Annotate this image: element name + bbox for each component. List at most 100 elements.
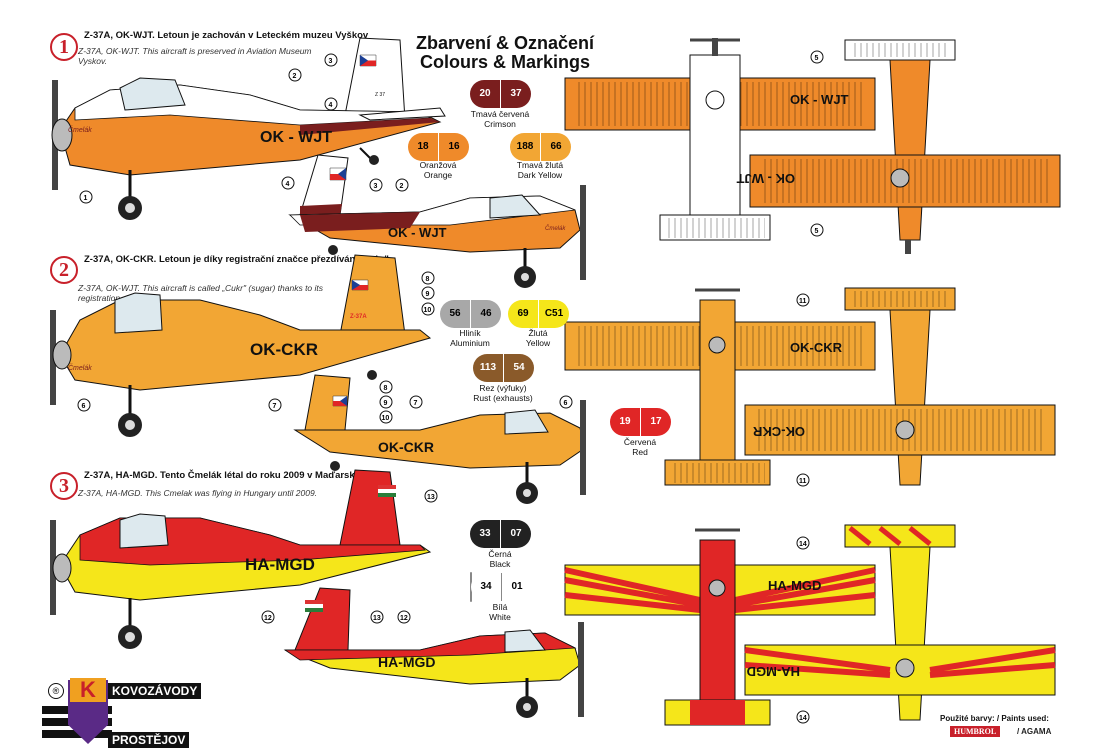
- svg-text:11: 11: [799, 478, 807, 485]
- scheme-3-side-left-reg: HA-MGD: [245, 555, 315, 574]
- svg-text:5: 5: [815, 55, 819, 62]
- scheme-1-bottom-view: OK - WJT: [736, 39, 1061, 254]
- callout-13a: 13: [424, 489, 438, 503]
- callout-2a: 2: [288, 68, 302, 82]
- svg-text:9: 9: [426, 291, 430, 298]
- svg-text:4: 4: [329, 102, 333, 109]
- callout-1a: 1: [79, 190, 93, 204]
- heading-en: Colours & Markings: [419, 52, 591, 72]
- callout-2b: 2: [395, 178, 409, 192]
- callout-5b: 5: [810, 223, 824, 237]
- scheme-number-2: 2: [50, 256, 78, 284]
- registered-mark: ®: [48, 683, 64, 699]
- scheme-1-side-left-script: Čmelák: [68, 125, 92, 134]
- scheme-2-bottom-view: OK-CKR: [744, 287, 1056, 486]
- scheme-1-side-right: OK - WJT Čmelák: [288, 154, 586, 288]
- svg-text:3: 3: [374, 183, 378, 190]
- scheme-2-side-left-reg: OK-CKR: [250, 340, 318, 359]
- callout-3b: 3: [369, 178, 383, 192]
- scheme-number-1: 1: [50, 33, 78, 61]
- scheme-1-top-view: OK - WJT: [564, 38, 876, 241]
- svg-text:12: 12: [264, 615, 272, 622]
- callout-9b: 9: [379, 395, 393, 409]
- scheme-1-side-right-reg: OK - WJT: [388, 225, 447, 240]
- callout-14b: 14: [796, 710, 810, 724]
- brand-logo-k: K: [70, 678, 106, 702]
- scheme-1-title-cz: Z-37A, OK-WJT. Letoun je zachován v Lete…: [84, 30, 369, 41]
- scheme-2-title-cz: Z-37A, OK-CKR. Letoun je díky registračn…: [84, 254, 392, 265]
- svg-text:14: 14: [799, 541, 807, 548]
- scheme-1-fin-text: Z 37: [375, 92, 385, 98]
- scheme-2-side-left: Z-37A OK-CKR Čmelák: [50, 254, 432, 437]
- scheme-2-top-reg: OK-CKR: [790, 340, 843, 355]
- scheme-3-top-reg: HA-MGD: [768, 578, 821, 593]
- scheme-2-fin-text: Z-37A: [350, 314, 367, 320]
- scheme-2-side-right: OK-CKR: [293, 374, 586, 504]
- callout-8b: 8: [379, 380, 393, 394]
- svg-text:11: 11: [799, 298, 807, 305]
- paints-used-label: Použité barvy: / Paints used:: [940, 714, 1049, 723]
- brand-line-2: PROSTĚJOV: [108, 732, 190, 748]
- scheme-1-side-right-script: Čmelák: [545, 225, 566, 232]
- scheme-2-top-view: OK-CKR: [564, 288, 876, 486]
- svg-text:3: 3: [329, 58, 333, 65]
- svg-text:9: 9: [384, 400, 388, 407]
- svg-text:1: 1: [84, 195, 88, 202]
- scheme-3-side-left: HA-MGD: [50, 469, 432, 649]
- agama-logo: / AGAMA: [1017, 727, 1052, 736]
- scheme-3-side-right: HA-MGD: [283, 587, 584, 718]
- svg-text:8: 8: [426, 276, 430, 283]
- callout-8a: 8: [421, 271, 435, 285]
- svg-text:2: 2: [400, 183, 404, 190]
- callout-13b: 13: [370, 610, 384, 624]
- scheme-3-bottom-view: HA-MGD: [744, 524, 1056, 721]
- callout-5a: 5: [810, 50, 824, 64]
- scheme-2-title-en: Z-37A, OK-WJT. This aircraft is called „…: [78, 283, 324, 303]
- svg-text:5: 5: [815, 228, 819, 235]
- callout-14a: 14: [796, 536, 810, 550]
- callout-7b: 7: [409, 395, 423, 409]
- svg-text:13: 13: [373, 615, 381, 622]
- svg-text:12: 12: [400, 615, 408, 622]
- callout-10a: 10: [421, 302, 435, 316]
- scheme-2-side-right-reg: OK-CKR: [378, 439, 434, 455]
- svg-text:8: 8: [384, 385, 388, 392]
- svg-text:7: 7: [273, 403, 277, 410]
- brand-line-1: KOVOZÁVODY: [108, 683, 202, 699]
- scheme-3-side-right-reg: HA-MGD: [378, 654, 436, 670]
- scheme-3-top-view: HA-MGD: [564, 528, 876, 726]
- scheme-3-bottom-reg: HA-MGD: [747, 664, 800, 679]
- callout-6a: 6: [77, 398, 91, 412]
- svg-text:2: 2: [293, 73, 297, 80]
- callout-9a: 9: [421, 286, 435, 300]
- callout-12a: 12: [261, 610, 275, 624]
- scheme-3-title-cz: Z-37A, HA-MGD. Tento Čmelák létal do rok…: [84, 470, 364, 481]
- scheme-3-title-en: Z-37A, HA-MGD. This Cmelak was flying in…: [78, 488, 318, 498]
- svg-text:7: 7: [414, 400, 418, 407]
- scheme-1-side-left-reg: OK - WJT: [260, 129, 332, 146]
- callout-3a: 3: [324, 53, 338, 67]
- callout-11a: 11: [796, 293, 810, 307]
- page-heading: Zbarvení & Označení Colours & Markings: [410, 34, 600, 72]
- humbrol-logo: HUMBROL: [950, 726, 1001, 737]
- heading-cz: Zbarvení & Označení: [415, 33, 595, 53]
- paint-chip-white: 34 01: [470, 572, 532, 602]
- scheme-number-3: 3: [50, 472, 78, 500]
- scheme-1-top-reg: OK - WJT: [790, 92, 849, 107]
- callout-4a: 4: [324, 97, 338, 111]
- svg-text:6: 6: [82, 403, 86, 410]
- paint-label-rust: Rez (výfuky)Rust (exhausts): [473, 383, 533, 403]
- callout-6b: 6: [559, 395, 573, 409]
- callout-4b: 4: [281, 176, 295, 190]
- svg-text:10: 10: [424, 307, 432, 314]
- svg-text:14: 14: [799, 715, 807, 722]
- scheme-1-side-left: OK - WJT Čmelák Z 37: [51, 37, 446, 220]
